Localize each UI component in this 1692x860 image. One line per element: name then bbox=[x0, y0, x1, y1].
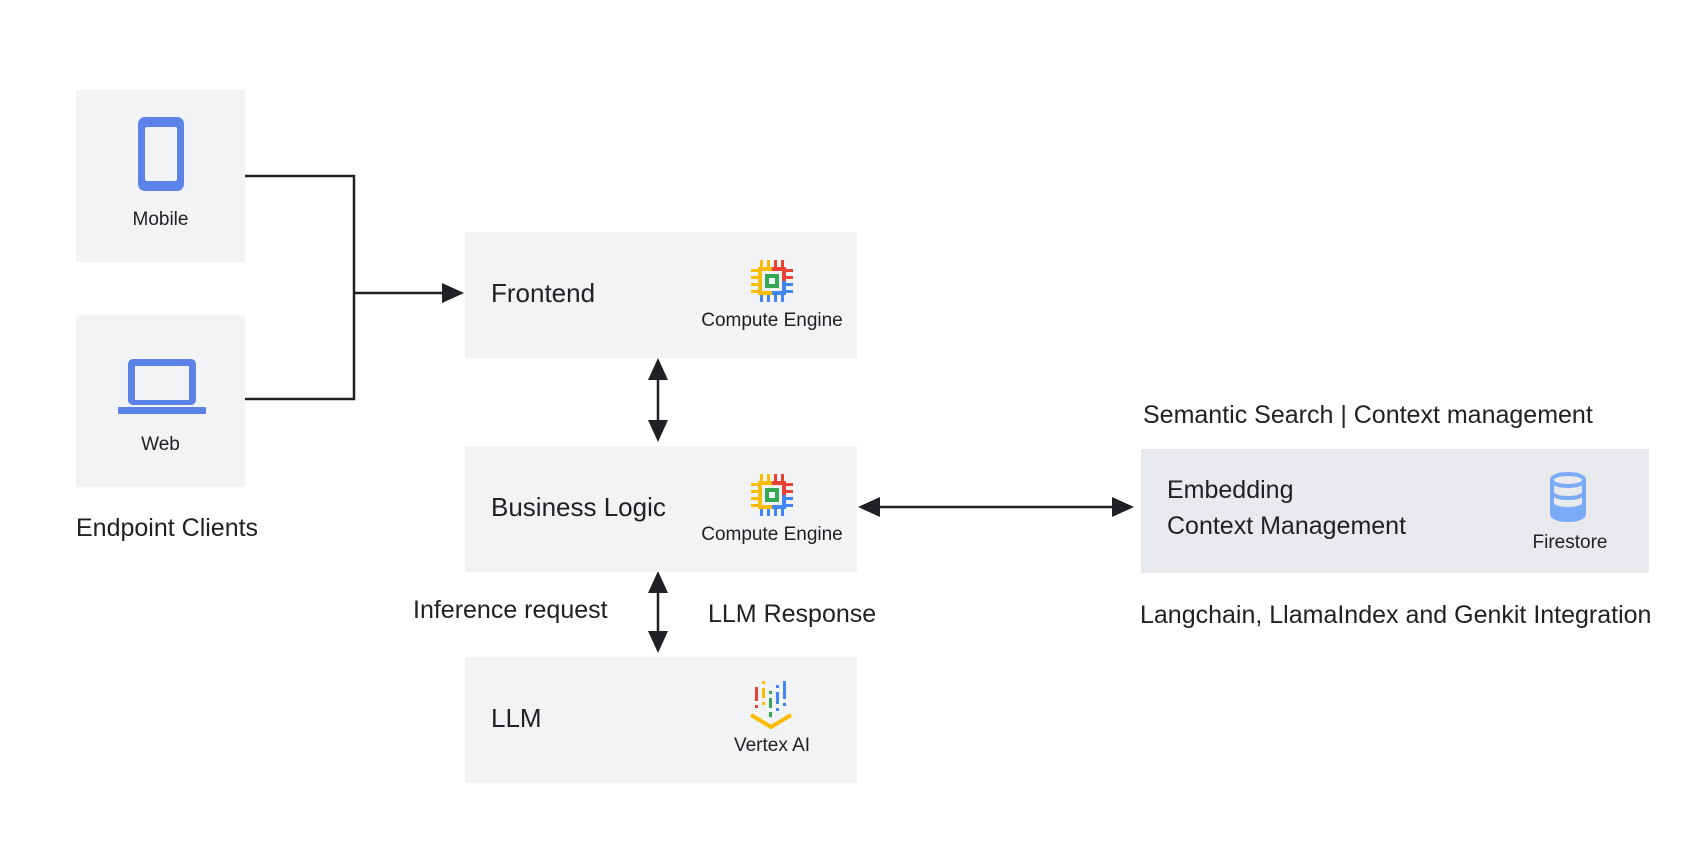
semantic-search-caption: Semantic Search | Context management bbox=[1143, 401, 1593, 429]
frontend-box: Frontend bbox=[465, 232, 857, 358]
business-llm-arrowhead-down bbox=[648, 631, 668, 653]
business-logic-service-label: Compute Engine bbox=[701, 524, 843, 545]
llm-title: LLM bbox=[491, 703, 542, 733]
mobile-connector bbox=[245, 174, 356, 401]
llm-box: LLM Vertex AI bbox=[465, 657, 857, 783]
integration-caption: Langchain, LlamaIndex and Genkit Integra… bbox=[1140, 601, 1652, 629]
frontend-service-label: Compute Engine bbox=[701, 310, 843, 331]
embedding-title-line1: Embedding bbox=[1167, 476, 1294, 504]
frontend-business-arrowhead-up bbox=[648, 358, 668, 380]
frontend-title: Frontend bbox=[491, 278, 596, 308]
mobile-phone-icon bbox=[136, 115, 186, 198]
firestore-label: Firestore bbox=[1532, 532, 1608, 553]
mobile-client-box: Mobile bbox=[76, 90, 245, 262]
frontend-business-arrowhead-down bbox=[648, 420, 668, 442]
compute-engine-icon bbox=[749, 472, 795, 523]
business-embedding-arrowhead-left bbox=[858, 497, 880, 517]
endpoint-clients-label: Endpoint Clients bbox=[76, 514, 259, 542]
laptop-icon bbox=[118, 357, 206, 420]
business-embedding-arrowhead-right bbox=[1112, 497, 1134, 517]
web-label: Web bbox=[141, 434, 180, 455]
business-llm-arrowhead-up bbox=[648, 571, 668, 593]
embedding-title-line2: Context Management bbox=[1167, 512, 1407, 540]
business-logic-title: Business Logic bbox=[491, 492, 666, 522]
compute-engine-icon bbox=[749, 258, 795, 309]
firestore-database-icon bbox=[1550, 472, 1586, 522]
web-client-box: Web bbox=[76, 315, 245, 487]
inference-request-label: Inference request bbox=[413, 596, 608, 624]
clients-to-frontend-arrowhead bbox=[442, 283, 464, 303]
mobile-label: Mobile bbox=[132, 209, 189, 230]
business-logic-box: Business Logic Compute Engin bbox=[465, 446, 857, 572]
llm-response-label: LLM Response bbox=[708, 600, 877, 628]
vertex-ai-icon bbox=[747, 679, 799, 736]
llm-service-label: Vertex AI bbox=[733, 735, 811, 756]
